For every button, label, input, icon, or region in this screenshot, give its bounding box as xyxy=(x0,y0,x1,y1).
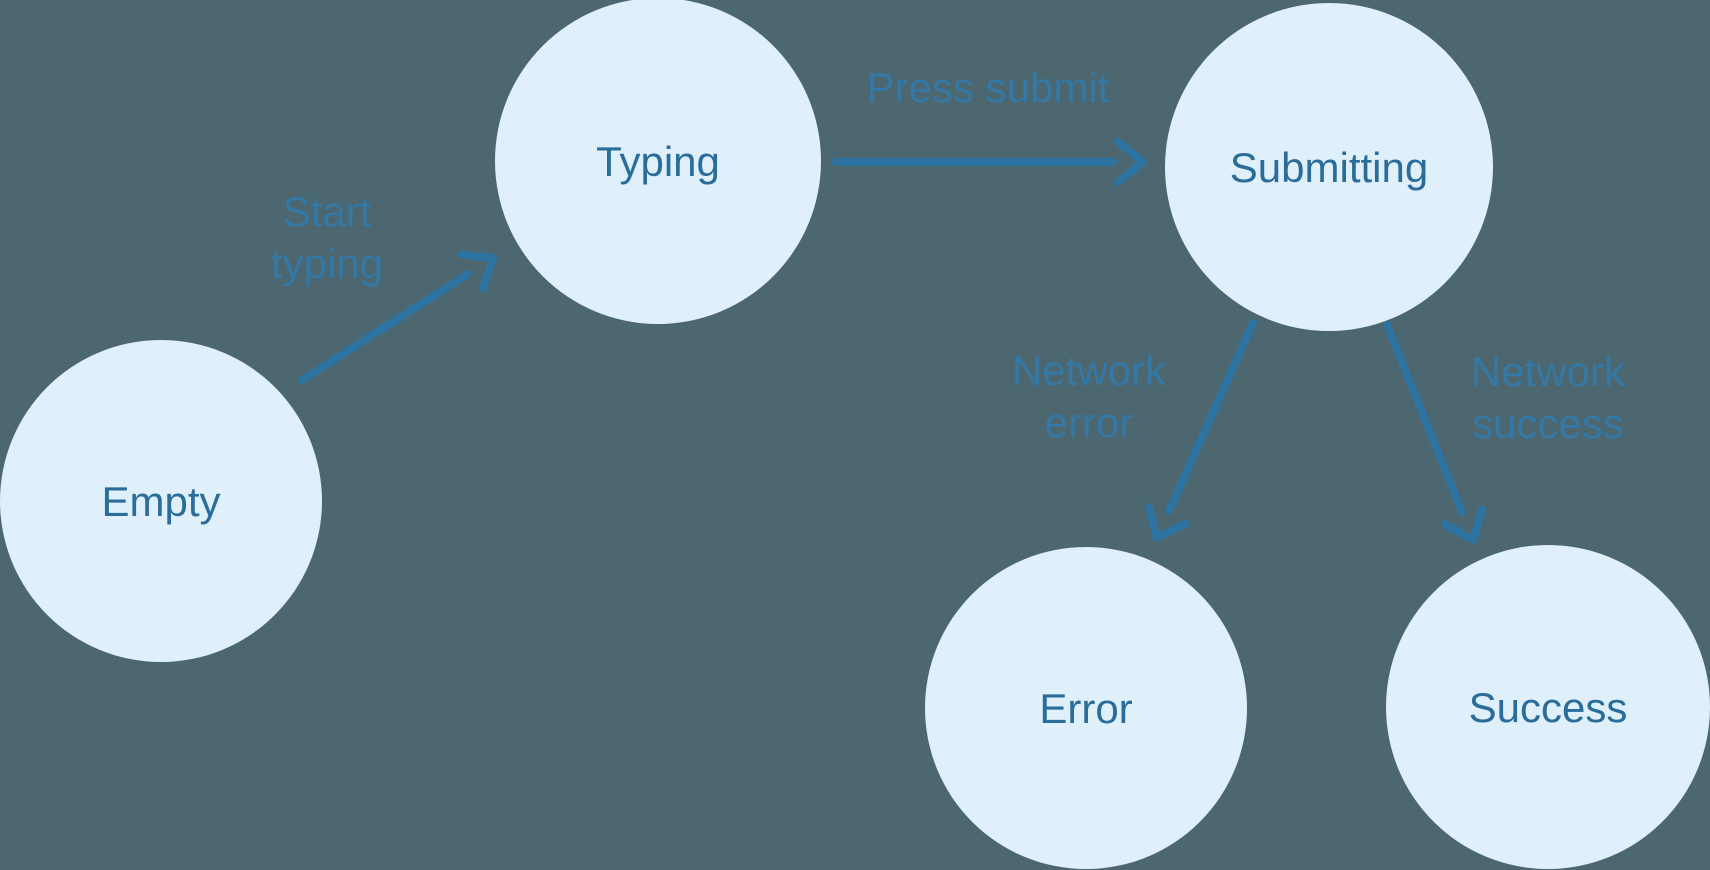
state-node-error: Error xyxy=(925,547,1247,869)
state-circle xyxy=(0,340,322,662)
state-circle xyxy=(1165,3,1493,331)
arrowhead-icon xyxy=(1144,503,1190,542)
state-label-typing: Typing xyxy=(596,138,720,185)
arrowhead-icon xyxy=(1114,138,1147,186)
edge-submitting-success: Network success xyxy=(1383,321,1626,544)
edge-label-press-submit: Press submit xyxy=(867,64,1110,111)
edge-label-start-typing-line1: Start xyxy=(283,188,372,235)
edge-typing-submitting: Press submit xyxy=(832,64,1147,186)
state-node-submitting: Submitting xyxy=(1165,3,1493,331)
state-label-empty: Empty xyxy=(101,478,220,525)
state-label-submitting: Submitting xyxy=(1230,144,1428,191)
arrowhead-icon xyxy=(1441,505,1487,544)
state-circle xyxy=(1386,545,1710,869)
edge-label-network-success-line1: Network xyxy=(1471,348,1626,395)
state-node-typing: Typing xyxy=(495,0,821,324)
edge-line xyxy=(1165,319,1257,515)
state-label-success: Success xyxy=(1469,684,1628,731)
edge-label-network-error-line1: Network xyxy=(1012,347,1167,394)
edge-line xyxy=(298,270,472,384)
edge-line xyxy=(1383,321,1466,516)
edge-label-start-typing-line2: typing xyxy=(271,240,383,287)
state-circle xyxy=(495,0,821,324)
arrowhead-icon xyxy=(457,250,497,293)
edge-empty-typing: Start typing xyxy=(271,188,497,384)
state-node-success: Success xyxy=(1386,545,1710,869)
state-node-empty: Empty xyxy=(0,340,322,662)
edge-label-network-error-line2: error xyxy=(1045,399,1134,446)
edge-label-network-success-line2: success xyxy=(1472,400,1624,447)
state-label-error: Error xyxy=(1039,685,1132,732)
state-circle xyxy=(925,547,1247,869)
edge-submitting-error: Network error xyxy=(1012,319,1257,542)
